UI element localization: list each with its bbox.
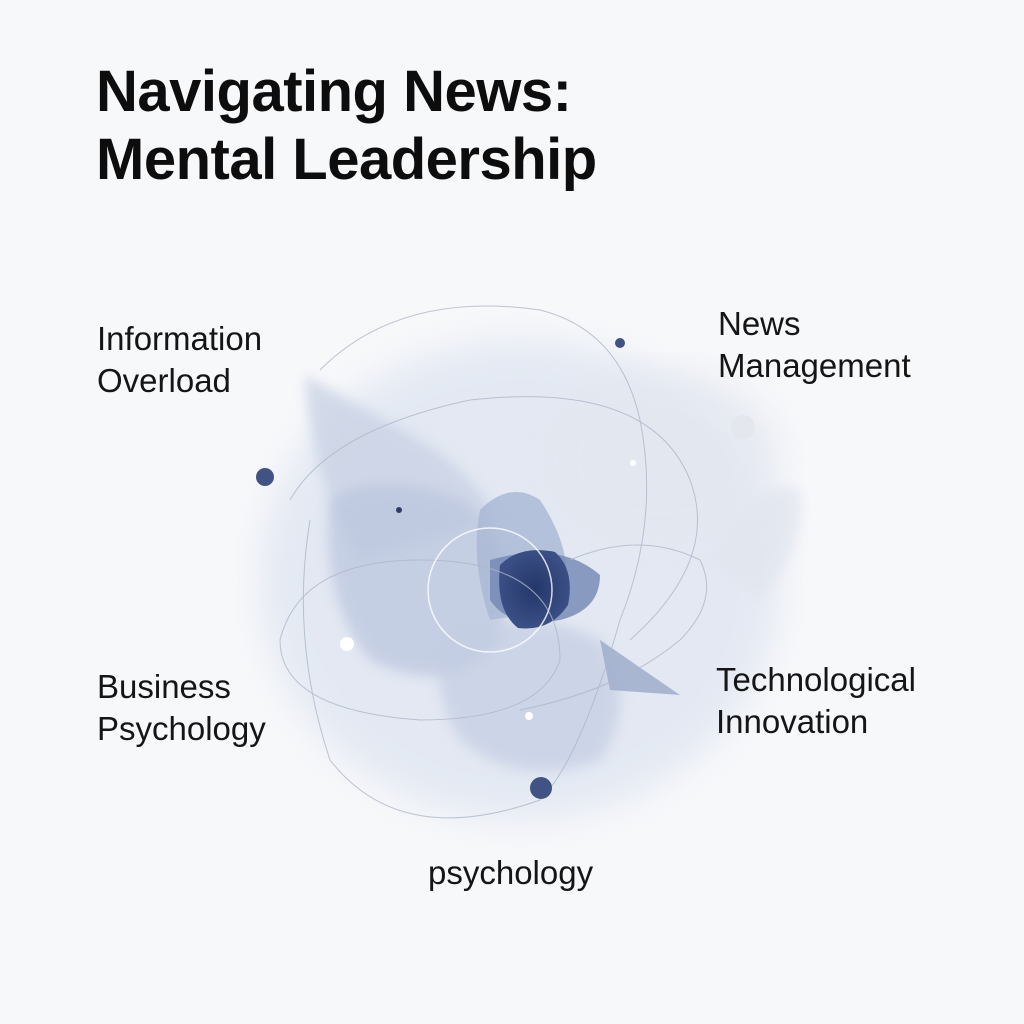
dot [396,507,402,513]
dot [615,338,625,348]
dot [630,460,636,466]
label-psychology: psychology [428,854,594,891]
page-title: Navigating News: Mental Leadership [96,59,597,192]
label-information-overload: Information Overload [97,320,263,399]
label-news-management: News Management [718,305,911,384]
core-shape [499,550,570,629]
label-business-psychology: Business Psychology [97,668,266,747]
dot [340,637,354,651]
mid-shapes [305,375,680,772]
dot [525,712,533,720]
orbit-lines [279,305,708,819]
label-technological-innovation: Technological Innovation [716,661,916,740]
dot [256,468,274,486]
dots [256,338,636,799]
dot [530,777,552,799]
